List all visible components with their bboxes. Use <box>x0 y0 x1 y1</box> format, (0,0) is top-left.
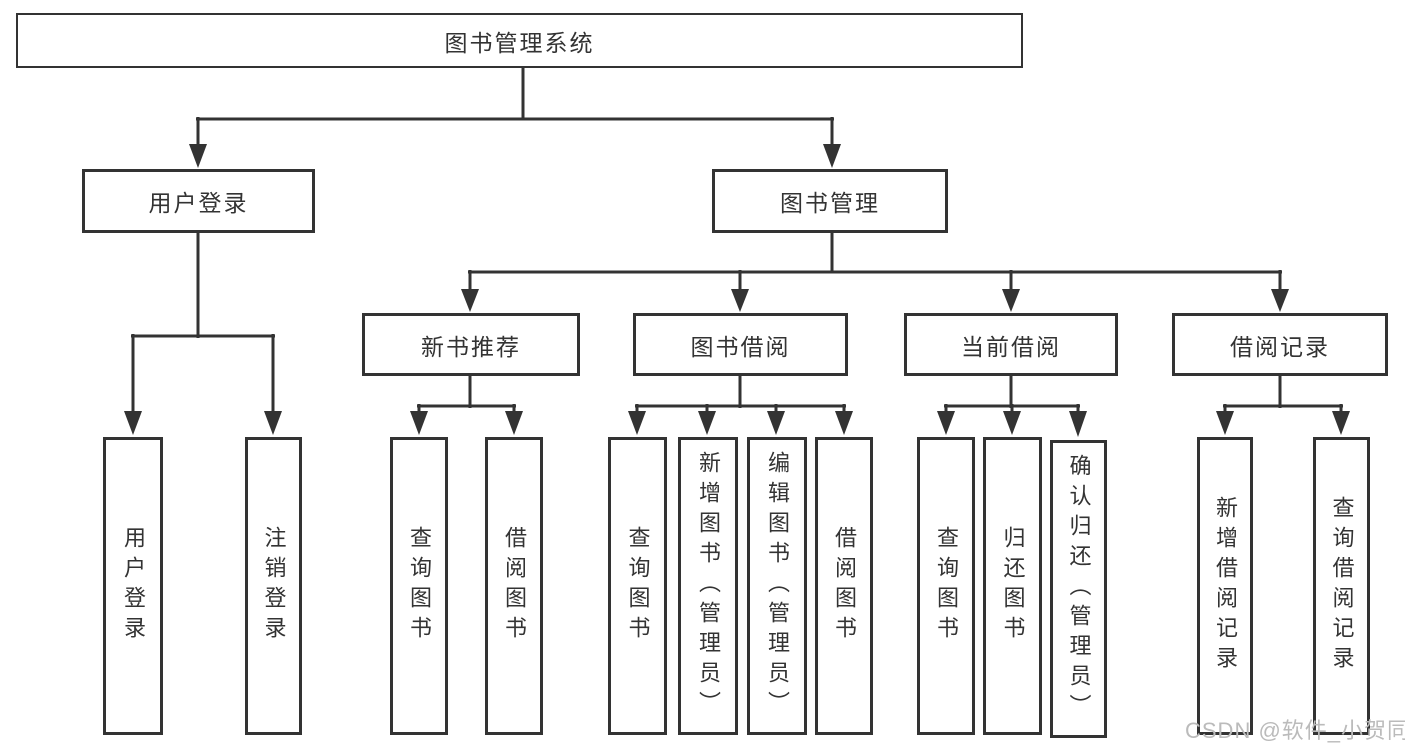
node-library-management-system-label: 图书管理系统 <box>444 29 595 56</box>
node-leaf-query-borrow-record: 查询借阅记录 <box>1313 437 1370 735</box>
node-leaf-add-borrow-record-label: 新增借阅记录 <box>1213 496 1238 676</box>
node-leaf-return-books: 归还图书 <box>983 437 1042 735</box>
node-leaf-borrow-books-recommend-label: 借阅图书 <box>502 526 527 646</box>
node-book-borrowing-label: 图书借阅 <box>690 333 791 360</box>
node-leaf-query-books-borrowing: 查询图书 <box>608 437 667 735</box>
connector-user-login-branch <box>124 233 282 435</box>
node-book-management-label: 图书管理 <box>780 190 880 216</box>
node-book-management: 图书管理 <box>712 169 948 233</box>
node-user-login: 用户登录 <box>82 169 315 233</box>
connector-book-borrowing-branch <box>628 376 853 435</box>
node-leaf-edit-books-admin-label: 编辑图书（管理员） <box>765 451 790 721</box>
node-user-login-label: 用户登录 <box>148 190 249 216</box>
node-borrowing-records-label: 借阅记录 <box>1230 333 1330 360</box>
node-current-borrowing-label: 当前借阅 <box>961 333 1061 360</box>
node-leaf-add-books-admin-label: 新增图书（管理员） <box>696 451 721 721</box>
node-leaf-query-borrow-record-label: 查询借阅记录 <box>1329 496 1355 676</box>
node-leaf-query-books-current-label: 查询图书 <box>934 526 959 646</box>
node-leaf-query-books-current: 查询图书 <box>917 437 975 735</box>
node-leaf-add-books-admin: 新增图书（管理员） <box>678 437 738 735</box>
connector-borrowing-records-branch <box>1216 376 1350 435</box>
node-leaf-query-books-recommend: 查询图书 <box>390 437 448 735</box>
node-borrowing-records: 借阅记录 <box>1172 313 1388 376</box>
node-leaf-confirm-return-admin: 确认归还（管理员） <box>1050 440 1107 738</box>
node-leaf-user-login-label: 用户登录 <box>121 526 146 646</box>
node-current-borrowing: 当前借阅 <box>904 313 1118 376</box>
node-new-book-recommend: 新书推荐 <box>362 313 580 376</box>
node-leaf-query-books-borrowing-label: 查询图书 <box>625 526 651 646</box>
node-leaf-borrow-books-borrowing-label: 借阅图书 <box>832 526 857 646</box>
connector-book-management-to-level2 <box>461 233 1289 312</box>
node-leaf-user-login: 用户登录 <box>103 437 163 735</box>
node-leaf-borrow-books-borrowing: 借阅图书 <box>815 437 873 735</box>
node-new-book-recommend-label: 新书推荐 <box>421 333 521 360</box>
node-leaf-borrow-books-recommend: 借阅图书 <box>485 437 543 735</box>
node-leaf-logout: 注销登录 <box>245 437 302 735</box>
node-leaf-query-books-recommend-label: 查询图书 <box>407 526 432 646</box>
connector-root-to-level1 <box>189 68 841 168</box>
node-leaf-add-borrow-record: 新增借阅记录 <box>1197 437 1253 735</box>
node-book-borrowing: 图书借阅 <box>633 313 848 376</box>
node-leaf-confirm-return-admin-label: 确认归还（管理员） <box>1066 454 1092 724</box>
connector-new-book-recommend-branch <box>410 376 523 435</box>
node-library-management-system: 图书管理系统 <box>16 13 1023 68</box>
watermark: CSDN @软件_小贺同学 <box>1185 718 1405 743</box>
connector-current-borrowing-branch <box>937 376 1087 437</box>
node-leaf-logout-label: 注销登录 <box>261 526 287 646</box>
node-leaf-return-books-label: 归还图书 <box>1000 526 1026 646</box>
node-leaf-edit-books-admin: 编辑图书（管理员） <box>747 437 807 735</box>
